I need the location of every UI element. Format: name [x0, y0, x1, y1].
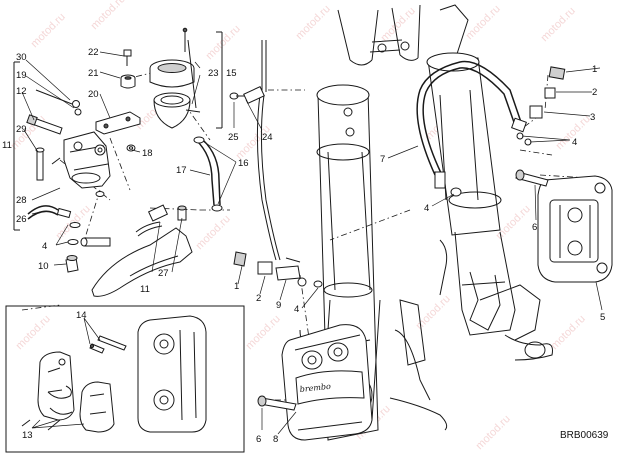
callout-28: 28: [16, 195, 27, 206]
callout-1-right: 1: [592, 64, 597, 75]
reservoir-grommet: [120, 74, 136, 89]
reservoir-hose: [193, 136, 223, 212]
diagram-code: BRB00639: [560, 430, 609, 441]
callout-15: 15: [226, 68, 237, 79]
caliper-fittings-right: [516, 66, 566, 146]
watermark: motod.ru: [474, 413, 513, 452]
callout-18: 18: [142, 148, 153, 159]
callout-6-left: 6: [256, 434, 261, 445]
watermark: motod.ru: [379, 5, 418, 44]
callout-12: 12: [16, 86, 27, 97]
callout-7: 7: [380, 154, 385, 165]
lever-pivot-bolt: [80, 237, 111, 247]
callout-8: 8: [273, 434, 278, 445]
watermark: motod.ru: [464, 3, 503, 42]
callout-9: 9: [276, 300, 281, 311]
callout-16: 16: [238, 158, 249, 169]
callout-1-left: 1: [234, 281, 239, 292]
pivot-bolt: [35, 147, 45, 181]
callout-5: 5: [600, 312, 605, 323]
callout-11: 11: [140, 284, 150, 295]
callout-23: 23: [208, 68, 219, 79]
caliper-fittings-left: [233, 251, 323, 288]
brake-light-switch: [27, 205, 72, 220]
brake-pad-inset: [5, 305, 245, 453]
watermark: motod.ru: [549, 313, 588, 352]
brake-fluid-reservoir: [149, 59, 201, 129]
callout-4-right: 4: [572, 137, 577, 148]
callout-30: 30: [16, 52, 27, 63]
caliper-brand-logo: brembo: [299, 382, 331, 394]
callout-21: 21: [88, 68, 99, 79]
callout-leaders: [21, 51, 603, 435]
callout-2-right: 2: [592, 87, 597, 98]
banjo-bolt-set: [26, 89, 82, 135]
callout-numbers: 30 19 12 11 29 28 26 4 10 22 21 20 18 17…: [2, 47, 605, 445]
watermark: motod.ru: [244, 313, 283, 352]
right-brake-caliper: [515, 169, 613, 283]
watermark: motod.ru: [539, 5, 578, 44]
callout-20: 20: [88, 89, 99, 100]
callout-3: 3: [590, 112, 595, 123]
callout-22: 22: [88, 47, 99, 58]
callout-27: 27: [158, 268, 169, 279]
callout-17: 17: [176, 165, 187, 176]
master-cylinder-body: [51, 131, 111, 189]
watermark: motod.ru: [14, 313, 53, 352]
watermark: motod.ru: [89, 0, 128, 32]
watermark: motod.ru: [294, 3, 333, 42]
callout-24: 24: [262, 132, 273, 143]
callout-10: 10: [38, 261, 49, 272]
callout-26: 26: [16, 214, 27, 225]
callout-4-left: 4: [42, 241, 47, 252]
callout-14: 14: [76, 310, 87, 321]
watermark: motod.ru: [414, 293, 453, 332]
callout-13: 13: [22, 430, 33, 441]
watermark: motod.ru: [29, 11, 68, 50]
brake-hose-lines: [243, 40, 527, 261]
sealing-washers: [67, 191, 105, 245]
reservoir-cap-screws: [123, 27, 197, 109]
master-cylinder-group: [13, 27, 246, 297]
callout-11-bracket: 11: [2, 140, 12, 151]
watermark: motod.ru: [204, 23, 243, 62]
callout-2-left: 2: [256, 293, 261, 304]
callout-19: 19: [16, 70, 27, 81]
callout-25: 25: [228, 132, 239, 143]
watermark: motod.ru: [194, 213, 233, 252]
callout-29: 29: [16, 124, 27, 135]
callout-6-right: 6: [532, 222, 537, 233]
left-brake-caliper: brembo: [257, 324, 373, 441]
brake-lever: [91, 204, 193, 297]
callout-4-mid: 4: [424, 203, 429, 214]
reservoir-bracket: [95, 111, 141, 135]
hose-clip: [126, 144, 136, 152]
lever-adjuster: [65, 255, 79, 273]
callout-4-lower: 4: [294, 304, 299, 315]
